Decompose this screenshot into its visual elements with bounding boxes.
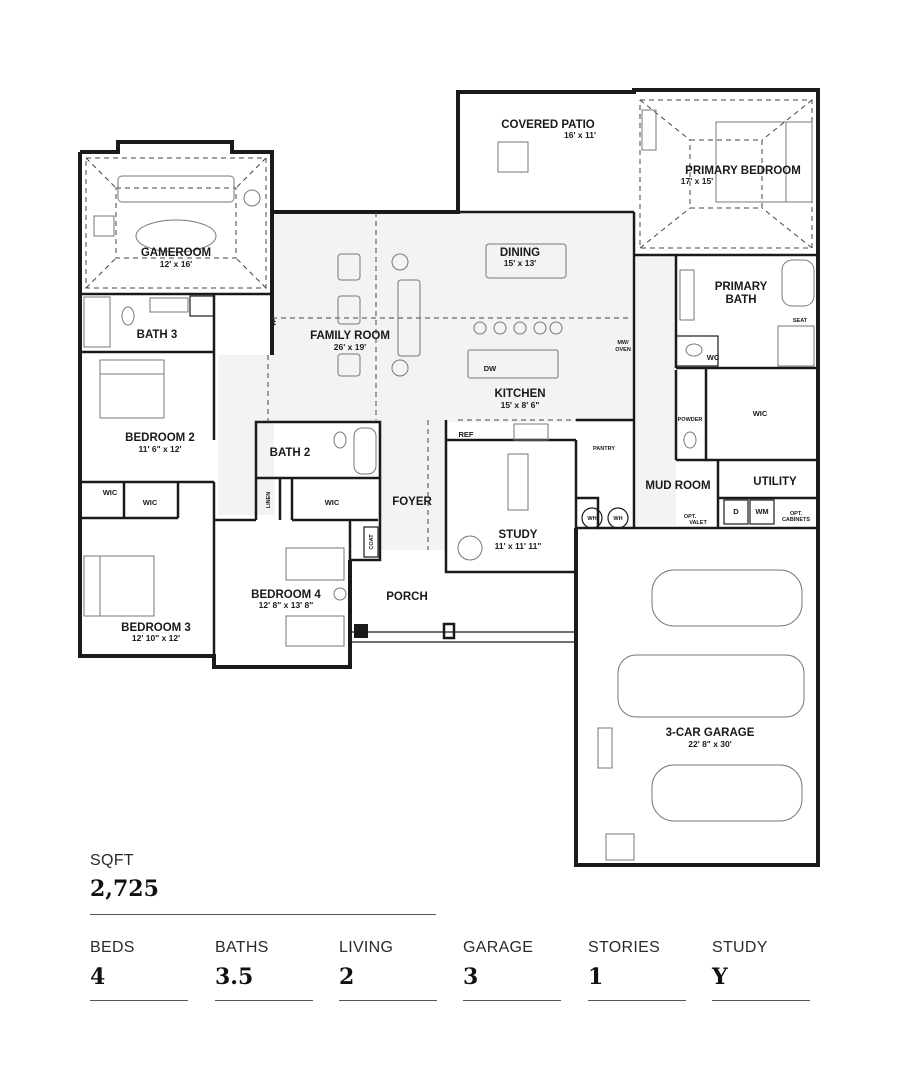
- primary-wic-label: WIC: [753, 409, 768, 418]
- bedroom4-label: BEDROOM 4: [251, 589, 321, 601]
- bath2-label: BATH 2: [270, 447, 311, 459]
- garage-label: 3-CAR GARAGE: [666, 727, 755, 739]
- primary-bedroom-dims: 17' x 15': [681, 176, 713, 186]
- living-value: 2: [339, 964, 355, 990]
- interior-walls: [80, 212, 818, 656]
- pantry-label: PANTRY: [593, 446, 615, 452]
- bedroom3-dims: 12' 10" x 12': [132, 633, 180, 643]
- primary-bath-label-2: BATH: [725, 294, 756, 306]
- garage-dims: 22' 8" x 30': [688, 739, 732, 749]
- living-divider: [339, 1000, 437, 1001]
- garage-stat-value: 3: [463, 964, 479, 990]
- garage-stat-label: GARAGE: [463, 939, 534, 956]
- sqft-divider: [90, 914, 436, 915]
- water-heater-label-1: WH: [587, 516, 596, 522]
- sqft-label: SQFT: [90, 852, 134, 869]
- primary-bath-label-1: PRIMARY: [715, 281, 768, 293]
- baths-label: BATHS: [215, 939, 269, 956]
- kitchen-label: KITCHEN: [494, 388, 545, 400]
- bedroom2-dims: 11' 6" x 12': [138, 444, 181, 454]
- opt-valet-label-1: OPT.: [684, 514, 697, 520]
- dishwasher-label: DW: [484, 364, 497, 373]
- room-labels: COVERED PATIO 16' x 11' PRIMARY BEDROOM …: [121, 119, 801, 749]
- covered-patio-dims: 16' x 11': [564, 130, 596, 140]
- porch-label: PORCH: [386, 591, 428, 603]
- seat-label: SEAT: [793, 318, 808, 324]
- baths-divider: [215, 1000, 313, 1001]
- bedroom2-wic-label-a: WIC: [103, 488, 118, 497]
- dining-dims: 15' x 13': [504, 258, 536, 268]
- water-heater-label-2: WH: [613, 516, 622, 522]
- utility-label: UTILITY: [753, 476, 797, 488]
- furniture: [83, 109, 815, 861]
- baths-value: 3.5: [215, 964, 254, 990]
- foyer-label: FOYER: [392, 496, 432, 508]
- kitchen-dims: 15' x 8' 6": [501, 400, 540, 410]
- bedroom2-label: BEDROOM 2: [125, 432, 195, 444]
- hall-floor: [218, 355, 274, 515]
- dashed-lines: [85, 99, 813, 550]
- sqft-value: 2,725: [90, 876, 159, 902]
- study-divider: [712, 1000, 810, 1001]
- fireplace-label: FP: [272, 318, 278, 325]
- opt-cabinets-label-2: CABINETS: [782, 517, 810, 523]
- stories-divider: [588, 1000, 686, 1001]
- linen-label: LINEN: [266, 492, 272, 509]
- opt-cabinets-label-1: OPT.: [790, 511, 803, 517]
- study-dims: 11' x 11' 11": [495, 541, 542, 551]
- washer-label: WM: [755, 507, 768, 516]
- fixture-labels: FP DW REF MW/ OVEN PANTRY POWDER WC WIC …: [103, 318, 811, 550]
- powder-label: POWDER: [678, 417, 703, 423]
- stories-value: 1: [588, 964, 604, 990]
- dining-label: DINING: [500, 247, 540, 259]
- foyer-floor: [378, 420, 446, 550]
- bath3-label: BATH 3: [137, 329, 178, 341]
- gameroom-dims: 12' x 16': [160, 259, 192, 269]
- family-room-floor: [272, 212, 632, 422]
- mw-oven-label-2: OVEN: [615, 347, 631, 353]
- stories-label: STORIES: [588, 939, 661, 956]
- family-room-label: FAMILY ROOM: [310, 330, 390, 342]
- study-label: STUDY: [499, 529, 538, 541]
- exterior-walls: [78, 88, 820, 867]
- mud-room-label: MUD ROOM: [645, 480, 710, 492]
- gameroom-label: GAMEROOM: [141, 247, 211, 259]
- beds-divider: [90, 1000, 188, 1001]
- wc-label: WC: [707, 353, 720, 362]
- mw-oven-label-1: MW/: [617, 340, 629, 346]
- primary-bedroom-label: PRIMARY BEDROOM: [685, 165, 801, 177]
- beds-value: 4: [90, 964, 106, 990]
- study-stat-value: Y: [712, 964, 728, 990]
- bedroom4-wic-label: WIC: [325, 498, 340, 507]
- study-stat-label: STUDY: [712, 939, 768, 956]
- floor-plan-diagram: COVERED PATIO 16' x 11' PRIMARY BEDROOM …: [78, 88, 820, 867]
- bedroom2-wic-label-b: WIC: [143, 498, 158, 507]
- coat-label: COAT: [369, 534, 375, 550]
- beds-label: BEDS: [90, 939, 135, 956]
- bedroom3-label: BEDROOM 3: [121, 622, 191, 634]
- living-label: LIVING: [339, 939, 394, 956]
- mud-hall-floor: [636, 255, 676, 525]
- covered-patio-label: COVERED PATIO: [501, 119, 595, 131]
- garage-divider: [463, 1000, 561, 1001]
- family-room-dims: 26' x 19': [334, 342, 366, 352]
- bedroom4-dims: 12' 8" x 13' 8": [259, 600, 314, 610]
- refrigerator-label: REF: [459, 430, 474, 439]
- opt-valet-label-2: VALET: [689, 520, 707, 526]
- dryer-label: D: [733, 507, 739, 516]
